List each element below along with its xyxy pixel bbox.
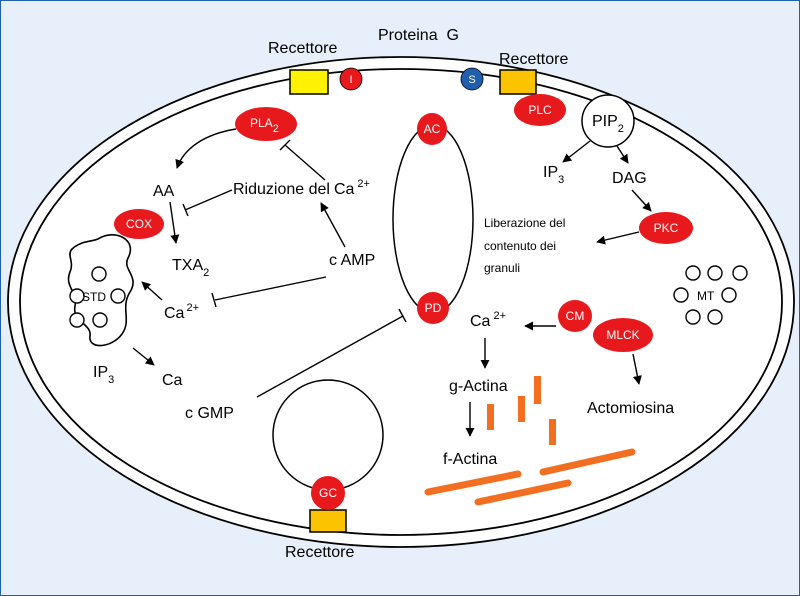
inhibit-cgmp-to-pd	[256, 315, 404, 398]
receptor-top-left	[289, 69, 329, 95]
granule-release-line1: Liberazione del	[484, 216, 565, 230]
enzyme-plc	[514, 94, 566, 126]
g-protein-label: Proteina G	[378, 27, 459, 44]
inhibit-bar-ca-left	[211, 292, 217, 308]
arrow-aa-to-txa2	[169, 201, 180, 244]
enzyme-cm	[558, 300, 592, 332]
inhibit-ca-reduction-to-pla2	[284, 144, 326, 181]
enzyme-pla2	[235, 107, 297, 141]
arrow-dag-to-pkc	[631, 189, 652, 212]
g-protein-s	[460, 67, 484, 91]
cell-membrane-outer	[7, 56, 795, 548]
enzyme-mlck	[593, 318, 653, 352]
enzyme-pd-label: PD	[425, 301, 442, 315]
granule-release-line2: contenuto dei	[484, 239, 556, 253]
inhibit-bar-aa	[182, 203, 189, 217]
enzyme-gc-label: GC	[319, 486, 337, 500]
pip2-label: PIP2	[592, 113, 624, 135]
arrow-mlck-to-actomyosin	[632, 353, 642, 385]
f-actin-label: f-Actina	[443, 451, 497, 468]
enzyme-ac-label: AC	[424, 122, 441, 136]
g-protein-s-label: S	[468, 74, 475, 86]
pip2-node	[581, 94, 635, 148]
aa-label: AA	[153, 183, 175, 200]
enzyme-cm-label: CM	[566, 309, 585, 323]
receptor-bottom-label: Recettore	[285, 544, 354, 561]
enzyme-pkc	[639, 212, 693, 244]
arrow-pip2-to-ip3	[562, 140, 591, 163]
g-actin-label: g-Actina	[449, 378, 508, 395]
dag-label: DAG	[612, 170, 647, 187]
enzyme-mlck-label: MLCK	[606, 328, 639, 342]
arrow-ca-to-dts	[141, 281, 163, 301]
microtubule-label: MT	[697, 289, 715, 303]
ca-left-plain-label: Ca	[162, 372, 183, 389]
arrow-pla2-to-aa	[175, 128, 237, 169]
granule-release-line3: granuli	[484, 261, 520, 275]
g-protein-i	[339, 67, 363, 91]
arrow-camp-to-ca-reduction	[320, 202, 346, 248]
inhibit-ca-reduction-to-aa-cox	[184, 189, 233, 211]
camp-label: c AMP	[329, 252, 375, 269]
arrow-dts-to-ca	[132, 347, 155, 366]
enzyme-ac	[417, 113, 447, 145]
f-actin-filaments	[424, 448, 636, 506]
inhibit-bar-pla2	[279, 139, 291, 151]
g-protein-i-label: I	[349, 74, 352, 86]
inhibit-camp-to-ca	[214, 276, 327, 301]
g-actin-monomers	[487, 376, 556, 445]
actomyosin-label: Actomiosina	[587, 400, 674, 417]
dts-vesicles	[69, 266, 126, 328]
std-label: STD	[82, 290, 106, 304]
ip3-left-label: IP3	[93, 364, 114, 386]
enzyme-cox-label: COX	[126, 217, 152, 231]
receptor-top-right	[499, 69, 537, 95]
arrow-pip2-to-dag	[616, 145, 629, 164]
cgmp-label: c GMP	[185, 405, 234, 422]
receptor-bottom	[309, 509, 347, 533]
inhibit-bar-pd	[398, 308, 407, 323]
dense-tubular-system	[67, 234, 134, 347]
enzyme-gc	[311, 476, 345, 510]
cell-membrane-inner	[19, 68, 783, 536]
microtubule-group	[673, 265, 748, 325]
enzyme-pla2-label: PLA2	[250, 116, 279, 135]
txa2-label: TXA2	[172, 257, 209, 279]
enzyme-cox	[114, 209, 164, 239]
ip3-right-label: IP3	[543, 164, 564, 186]
receptor-top-right-label: Recettore	[499, 51, 568, 68]
enzyme-pkc-label: PKC	[654, 221, 679, 235]
arrow-pkc-to-granules	[596, 231, 640, 245]
enzyme-plc-label: PLC	[528, 103, 552, 117]
enzyme-pd	[417, 292, 449, 324]
receptor-top-left-label: Recettore	[268, 40, 337, 57]
